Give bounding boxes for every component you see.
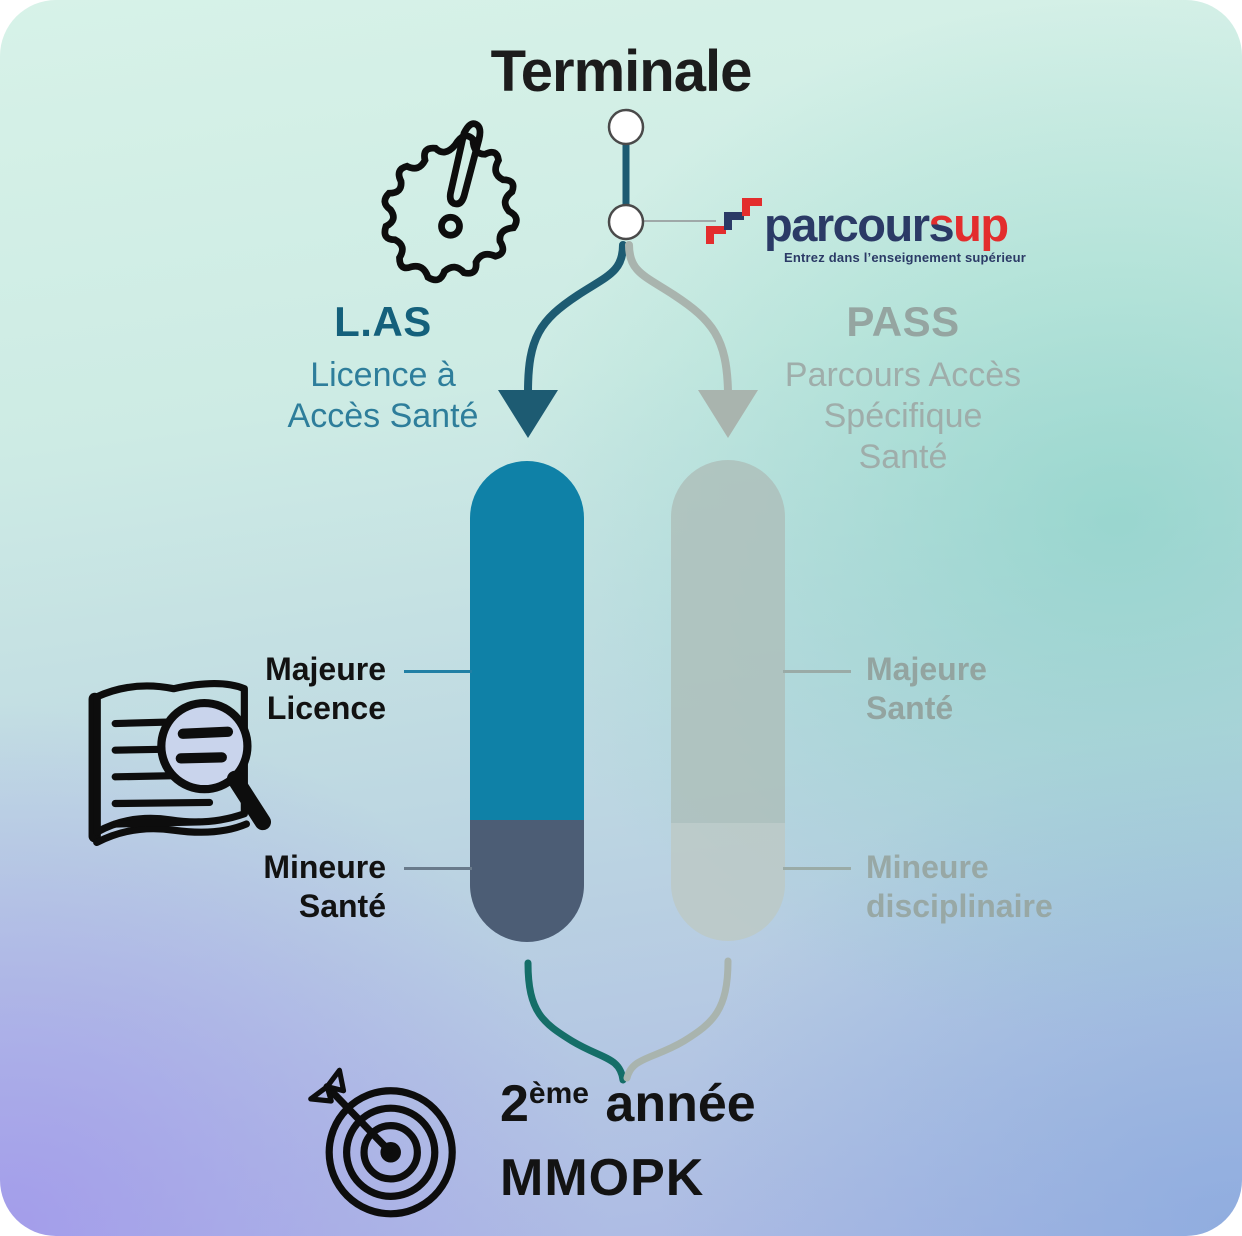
las-majeure-tick	[404, 670, 472, 673]
pass-majeure-tick	[783, 670, 851, 673]
pass-mineure-tick	[783, 867, 851, 870]
page-title: Terminale	[490, 39, 753, 104]
parcoursup-chevrons-icon	[706, 198, 762, 244]
pass-acronym: PASS	[846, 298, 960, 345]
exclamation-burst-icon	[381, 120, 520, 284]
outcome-year-num: 2	[500, 1075, 529, 1133]
pass-mineure-line2: disciplinaire	[866, 888, 1053, 924]
las-acronym: L.AS	[334, 298, 432, 345]
las-subtitle-line2: Accès Santé	[287, 397, 479, 435]
las-majeure-line2: Licence	[266, 690, 386, 726]
las-merge-line	[524, 959, 627, 1084]
book-magnifier-icon	[88, 680, 271, 847]
pass-subtitle-line1: Parcours Accès	[784, 356, 1022, 394]
wordmark-part3: up	[953, 198, 1009, 251]
las-arrowhead	[498, 390, 558, 438]
pass-header: PASS Parcours Accès Spécifique Santé	[778, 298, 1028, 478]
pass-mineure-label: Mineure disciplinaire	[866, 848, 1126, 926]
las-subtitle-line1: Licence à	[310, 356, 456, 394]
target-arrow-icon	[308, 1067, 456, 1218]
pass-majeure-line2: Santé	[866, 690, 954, 726]
pass-mineure-line1: Mineure	[866, 849, 989, 885]
las-majeure-label: Majeure Licence	[166, 650, 386, 728]
las-mineure-line1: Mineure	[263, 849, 386, 885]
las-mineure-label: Mineure Santé	[166, 848, 386, 926]
wordmark-part2: s	[928, 198, 955, 251]
pass-merge-line	[623, 957, 732, 1082]
outcome-mmopk: MMOPK	[500, 1149, 705, 1207]
las-branch-line	[524, 241, 627, 396]
wordmark-part1: parcour	[764, 198, 930, 251]
outcome-year: 2ème année	[500, 1074, 756, 1134]
las-mineure-tick	[404, 867, 472, 870]
pass-subtitle-line2: Spécifique Santé	[823, 397, 983, 476]
parcoursup-tagline: Entrez dans l’enseignement supérieur	[784, 250, 1026, 265]
outcome-year-sup: ème	[528, 1076, 589, 1110]
las-subtitle: Licence à Accès Santé	[263, 355, 503, 437]
las-header: L.AS Licence à Accès Santé	[263, 298, 503, 437]
las-mineure-line2: Santé	[298, 888, 386, 924]
outcome-year-rest: année	[590, 1075, 756, 1133]
pass-majeure-label: Majeure Santé	[866, 650, 1126, 728]
pass-capsule	[671, 460, 785, 941]
pass-subtitle: Parcours Accès Spécifique Santé	[778, 355, 1028, 478]
node-parcoursup	[607, 203, 645, 241]
outcome-block: 2ème année MMOPK	[500, 1074, 756, 1208]
las-majeure-segment	[470, 461, 584, 820]
pass-mineure-segment	[671, 823, 785, 941]
parcoursup-logo: parcoursup Entrez dans l’enseignement su…	[706, 196, 1026, 265]
parcoursup-wordmark: parcoursup	[764, 198, 1009, 251]
las-majeure-line1: Majeure	[265, 651, 386, 687]
las-mineure-segment	[470, 820, 584, 942]
pass-branch-line	[625, 241, 732, 396]
pass-majeure-segment	[671, 460, 785, 823]
las-capsule	[470, 461, 584, 942]
pass-arrowhead	[698, 390, 758, 438]
pass-majeure-line1: Majeure	[866, 651, 987, 687]
node-terminale	[607, 108, 645, 146]
